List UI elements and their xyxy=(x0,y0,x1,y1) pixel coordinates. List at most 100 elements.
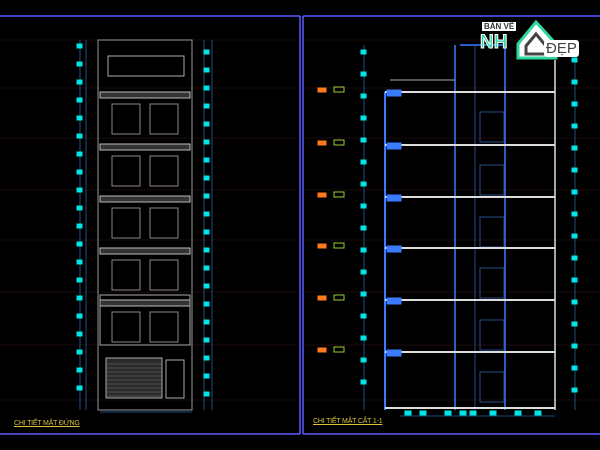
dimension-tick xyxy=(76,385,83,391)
stair xyxy=(479,319,505,351)
dimension-tick xyxy=(404,410,412,416)
dimension-tick xyxy=(76,349,83,355)
level-tag xyxy=(333,139,345,146)
window xyxy=(111,155,141,187)
dimension-tick xyxy=(203,211,210,217)
dimension-tick xyxy=(514,410,522,416)
dimension-tick xyxy=(76,313,83,319)
dimension-tick xyxy=(76,241,83,247)
stair xyxy=(479,164,505,196)
window xyxy=(111,103,141,135)
level-marker xyxy=(317,243,327,249)
dimension-tick xyxy=(571,255,578,261)
beam xyxy=(386,297,402,305)
window xyxy=(111,207,141,239)
level-tag xyxy=(333,86,345,93)
roof-detail xyxy=(107,55,185,77)
dimension-tick xyxy=(203,103,210,109)
dimension-tick xyxy=(203,265,210,271)
dimension-tick xyxy=(76,367,83,373)
dimension-tick xyxy=(360,159,367,165)
dimension-tick xyxy=(571,189,578,195)
dimension-tick xyxy=(360,93,367,99)
window xyxy=(111,259,141,291)
dimension-tick xyxy=(360,247,367,253)
level-marker xyxy=(317,87,327,93)
floor-band xyxy=(99,143,191,151)
dimension-tick xyxy=(360,49,367,55)
stair xyxy=(479,371,505,403)
dimension-tick xyxy=(203,85,210,91)
dimension-tick xyxy=(76,97,83,103)
facade-outline xyxy=(97,39,193,411)
dimension-tick xyxy=(360,181,367,187)
dimension-tick xyxy=(571,167,578,173)
dimension-tick xyxy=(571,233,578,239)
dimension-tick xyxy=(76,115,83,121)
level-tag xyxy=(333,294,345,301)
dimension-tick xyxy=(203,139,210,145)
stair xyxy=(479,216,505,248)
dimension-tick xyxy=(203,193,210,199)
dimension-tick xyxy=(571,145,578,151)
window xyxy=(149,155,179,187)
beam xyxy=(386,245,402,253)
level-tag xyxy=(333,191,345,198)
beam xyxy=(386,194,402,202)
dimension-tick xyxy=(203,391,210,397)
floor-band xyxy=(99,195,191,203)
dimension-tick xyxy=(203,373,210,379)
dimension-tick xyxy=(203,247,210,253)
dimension-tick xyxy=(571,101,578,107)
dimension-tick xyxy=(203,337,210,343)
dimension-tick xyxy=(534,410,542,416)
dimension-tick xyxy=(76,151,83,157)
dimension-tick xyxy=(571,277,578,283)
dimension-tick xyxy=(571,79,578,85)
dimension-tick xyxy=(203,121,210,127)
dimension-tick xyxy=(76,223,83,229)
level-marker xyxy=(317,192,327,198)
dimension-tick xyxy=(203,301,210,307)
dimension-tick xyxy=(571,343,578,349)
floor-band xyxy=(99,247,191,255)
ground-floor-detail xyxy=(99,294,191,346)
dimension-tick xyxy=(419,410,427,416)
dimension-tick xyxy=(360,357,367,363)
door xyxy=(165,359,185,399)
dimension-tick xyxy=(360,269,367,275)
dimension-tick xyxy=(76,277,83,283)
window xyxy=(149,207,179,239)
dimension-tick xyxy=(76,331,83,337)
dimension-tick xyxy=(203,175,210,181)
dimension-tick xyxy=(76,61,83,67)
watermark-logo: BẢN VẼ NH ĐẸP xyxy=(478,14,588,60)
dimension-tick xyxy=(360,137,367,143)
dimension-tick xyxy=(360,203,367,209)
dimension-tick xyxy=(76,187,83,193)
dimension-tick xyxy=(76,133,83,139)
dimension-tick xyxy=(76,79,83,85)
dimension-tick xyxy=(444,410,452,416)
dimension-tick xyxy=(203,49,210,55)
logo-text-1: BẢN VẼ xyxy=(482,22,517,31)
beam xyxy=(386,89,402,97)
stair xyxy=(479,111,505,143)
dimension-tick xyxy=(76,259,83,265)
dimension-tick xyxy=(203,355,210,361)
dimension-tick xyxy=(203,157,210,163)
dimension-tick xyxy=(571,299,578,305)
window xyxy=(149,259,179,291)
dimension-tick xyxy=(459,410,467,416)
dimension-tick xyxy=(571,123,578,129)
dimension-tick xyxy=(571,211,578,217)
dimension-tick xyxy=(489,410,497,416)
dimension-tick xyxy=(571,57,578,63)
dimension-tick xyxy=(571,387,578,393)
window xyxy=(111,311,141,343)
dimension-tick xyxy=(360,225,367,231)
dimension-tick xyxy=(203,283,210,289)
dimension-tick xyxy=(76,295,83,301)
dimension-tick xyxy=(360,115,367,121)
